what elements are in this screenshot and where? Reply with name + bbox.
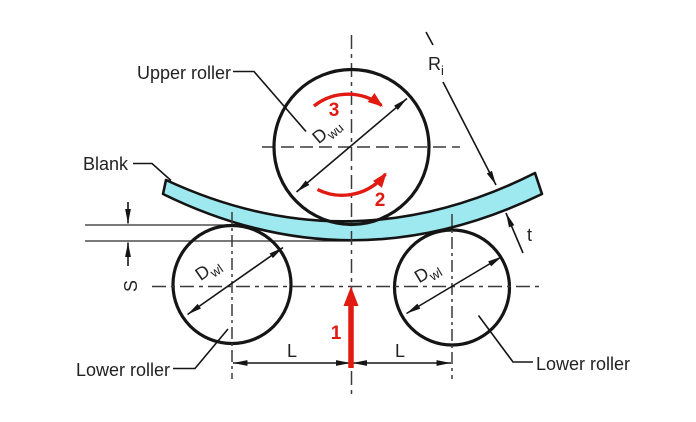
lower-roller-right-leader <box>477 315 533 363</box>
spacing-right-label: L <box>395 341 405 361</box>
lower-left-diameter-label: Dwl <box>191 254 226 288</box>
blank-leader <box>133 162 172 182</box>
step-3-marker: 3 <box>329 100 340 121</box>
lower-left-diameter-line <box>187 246 284 316</box>
upper-diameter-label: Dwu <box>308 113 346 150</box>
lower-right-diameter-line <box>406 255 503 315</box>
step-1-marker: 1 <box>331 323 342 344</box>
blank-label: Blank <box>83 154 129 174</box>
lower-roller-left-leader <box>173 328 229 370</box>
inner-radius-tick <box>425 31 434 46</box>
lower-rotation-arc <box>316 172 387 197</box>
upper-diameter-line <box>295 97 408 193</box>
inner-radius-label: Ri <box>428 54 444 78</box>
vertical-offset-label: S <box>121 280 141 292</box>
thickness-leader <box>505 212 524 254</box>
upper-roller-circle <box>272 67 431 227</box>
red-annotations <box>312 92 387 368</box>
spacing-left-label: L <box>287 341 297 361</box>
leader-lines <box>133 31 533 370</box>
inner-radius-subscript: i <box>441 63 444 78</box>
force-arrow-head <box>343 286 359 306</box>
lower-roller-left-label: Lower roller <box>76 360 170 380</box>
lower-roller-right-label: Lower roller <box>536 354 630 374</box>
diameter-lines <box>187 97 503 316</box>
lower-right-diameter-label: Dwl <box>411 257 445 291</box>
step-2-marker: 2 <box>375 190 386 211</box>
thickness-label: t <box>527 225 532 245</box>
upper-roller-label: Upper roller <box>137 63 231 83</box>
upper-rotation-arc <box>312 92 383 108</box>
upper-roller-leader <box>233 70 307 133</box>
blank-sheet <box>161 171 544 242</box>
inner-radius-symbol: R <box>428 54 441 74</box>
inner-radius-leader <box>442 81 497 186</box>
